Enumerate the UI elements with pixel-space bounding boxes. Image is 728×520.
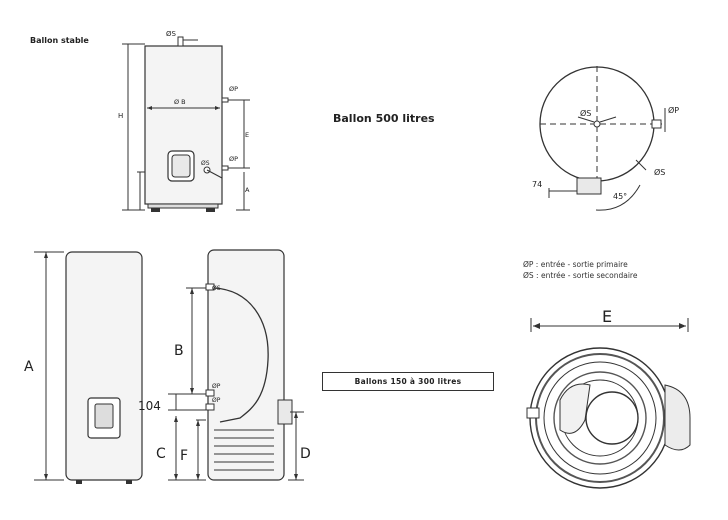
svg-text:ØS: ØS [166,30,177,38]
svg-text:ØP: ØP [229,155,238,163]
small-tank-top-view: E [526,307,691,489]
standing-tank-diagram: ØS H Ø B ØP E ØP A ØS [118,30,250,212]
side-section: ØS ØP ØP B 104 C F D [138,249,311,481]
svg-text:E: E [602,307,612,326]
svg-text:F: F [180,448,188,464]
top-plan-view: ØS ØP ØS 74 45° [532,66,679,211]
svg-text:C: C [156,446,166,462]
svg-text:ØP: ØP [668,105,679,115]
ballon-500-title: Ballon 500 litres [333,112,435,125]
ballon-stable-title: Ballon stable [30,36,89,45]
caption-box: Ballons 150 à 300 litres [322,372,494,391]
svg-text:B: B [174,343,184,359]
svg-text:E: E [245,131,249,139]
svg-text:ØS: ØS [654,167,665,177]
svg-text:ØS: ØS [212,285,221,292]
front-elevation: A [24,251,143,484]
svg-text:ØS: ØS [580,108,591,118]
svg-text:74: 74 [532,180,542,189]
svg-text:H: H [118,112,123,120]
svg-text:D: D [300,446,311,462]
svg-text:104: 104 [138,399,161,413]
legend: ØP : entrée - sortie primaire ØS : entré… [523,259,637,281]
svg-text:Ø B: Ø B [174,98,186,106]
legend-secondary: ØS : entrée - sortie secondaire [523,271,638,280]
svg-text:ØP: ØP [212,397,221,404]
legend-primary: ØP : entrée - sortie primaire [523,260,628,269]
svg-text:A: A [24,359,34,375]
svg-text:A: A [245,186,250,194]
svg-text:ØP: ØP [212,383,221,390]
svg-text:45°: 45° [613,192,627,201]
svg-text:ØS: ØS [201,160,210,167]
svg-text:ØP: ØP [229,85,238,93]
caption-text: Ballons 150 à 300 litres [354,377,462,386]
small-tank-body [65,251,143,481]
